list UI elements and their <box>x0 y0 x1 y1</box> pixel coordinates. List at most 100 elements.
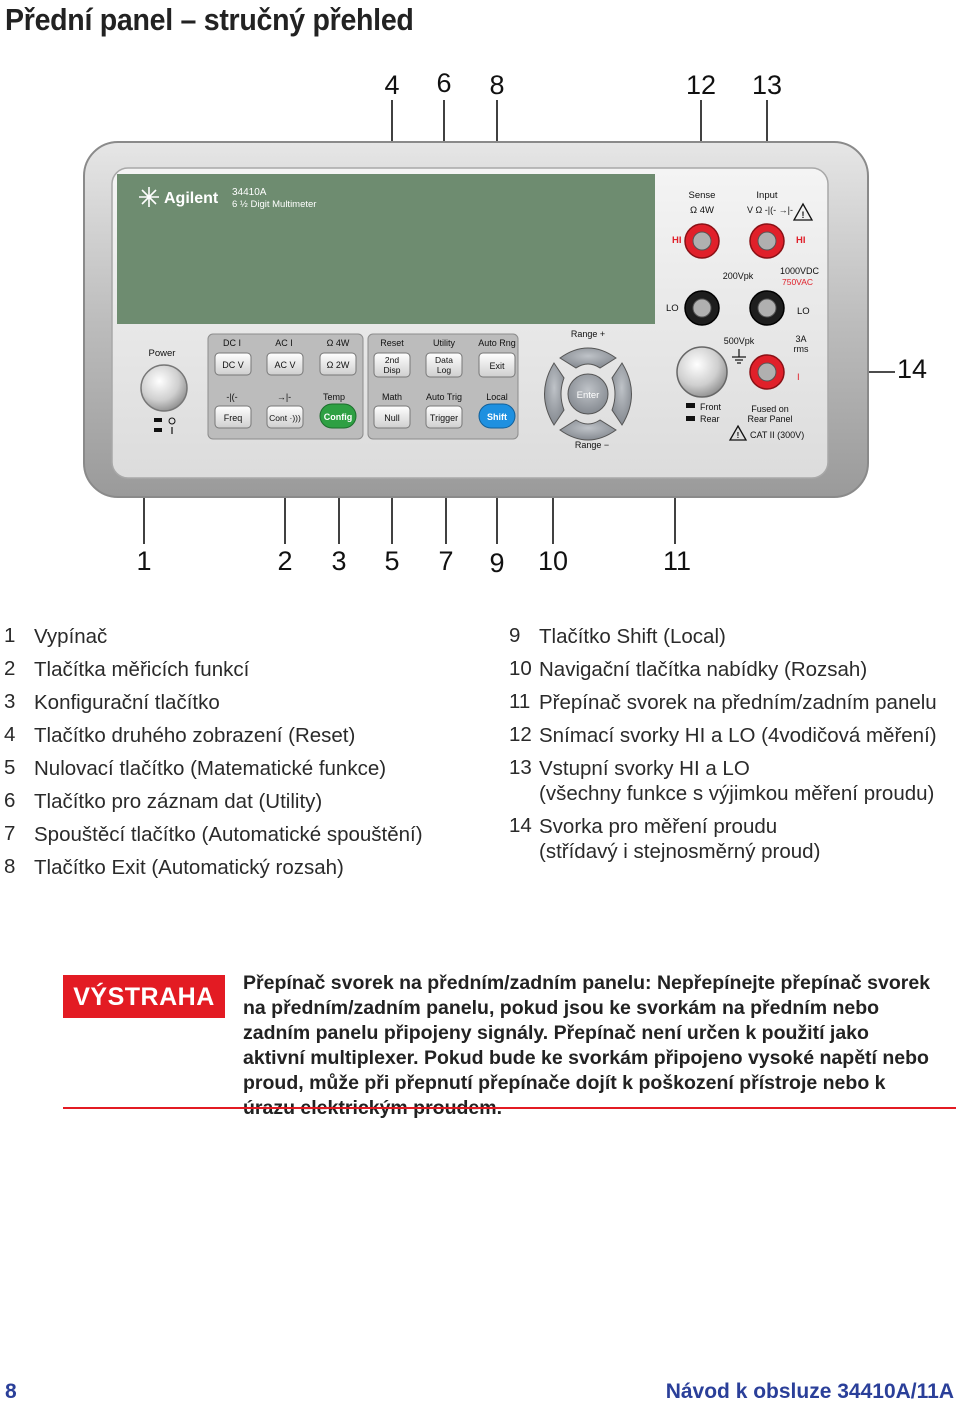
front-indicator-icon <box>686 403 695 408</box>
legend-num: 12 <box>509 723 532 746</box>
legend-text: Vypínač <box>34 625 108 648</box>
legend-num: 7 <box>4 822 16 845</box>
range-minus-label: Range − <box>575 440 609 450</box>
second-display-button[interactable] <box>373 352 411 378</box>
legend-text: Tlačítko druhého zobrazení (Reset) <box>34 724 356 747</box>
input-sub-label: V Ω -|(- →|- <box>747 205 793 215</box>
shift-button[interactable] <box>478 403 516 429</box>
ground-icon <box>732 349 746 364</box>
shift-button-label: Shift <box>487 412 507 422</box>
math-label: Math <box>382 392 402 402</box>
exit-button[interactable] <box>478 352 516 378</box>
autorng-label: Auto Rng <box>478 338 516 348</box>
warning-text: Přepínač svorek na předním/zadním panelu… <box>243 972 931 1119</box>
legend-item: 1 Vypínač <box>4 624 423 649</box>
second-display-label-2: Disp <box>383 365 400 375</box>
callout-4: 4 <box>384 70 399 100</box>
exit-button-label: Exit <box>489 361 505 371</box>
legend-num: 4 <box>4 723 16 746</box>
current-i-label: I <box>797 372 800 383</box>
callout-11: 11 <box>663 546 691 576</box>
acv-button-label: AC V <box>274 360 295 370</box>
legend-num: 11 <box>509 690 531 713</box>
callout-1: 1 <box>136 546 151 576</box>
callout-13: 13 <box>752 70 782 100</box>
nav-left-button[interactable] <box>544 362 565 426</box>
dcv-button[interactable] <box>214 352 252 376</box>
callout-8: 8 <box>489 70 504 100</box>
cont-button[interactable] <box>266 405 304 429</box>
legend-text: Snímací svorky HI a LO (4vodičová měření… <box>539 724 937 747</box>
fused-label-1: Fused on <box>751 404 789 414</box>
callout-14: 14 <box>897 354 927 384</box>
model-desc-label: 6 ½ Digit Multimeter <box>232 199 316 210</box>
legend-num: 1 <box>4 624 16 647</box>
diode-label: →|- <box>277 392 291 402</box>
range-down-button[interactable] <box>559 419 617 441</box>
trigger-button[interactable] <box>425 405 463 429</box>
callout-2: 2 <box>277 546 292 576</box>
warning-badge: VÝSTRAHA <box>63 975 225 1018</box>
data-log-label-1: Data <box>435 355 453 365</box>
legend-text: Konfigurační tlačítko <box>34 691 220 714</box>
nav-right-button[interactable] <box>611 362 632 426</box>
rear-label: Rear <box>700 414 720 424</box>
callout-9: 9 <box>489 548 504 578</box>
enter-button-label: Enter <box>577 390 600 401</box>
range-up-button[interactable] <box>559 347 617 369</box>
v1000-label: 1000VDC <box>780 266 820 276</box>
front-label: Front <box>700 402 722 412</box>
page-title: Přední panel – stručný přehled <box>5 2 414 37</box>
temp-label: Temp <box>323 392 345 402</box>
cont-button-label: Cont ·))) <box>269 413 301 423</box>
ohm2w-button[interactable] <box>319 352 357 376</box>
legend-num: 8 <box>4 855 16 878</box>
power-button[interactable] <box>140 364 188 412</box>
power-indicator-icon <box>154 417 176 434</box>
legend-text: Tlačítka měřicích funkcí <box>34 658 250 681</box>
null-button[interactable] <box>373 405 411 429</box>
second-display-label-1: 2nd <box>385 355 399 365</box>
amp3-label: 3A <box>795 334 806 344</box>
fused-label-2: Rear Panel <box>747 414 792 424</box>
legend-num: 5 <box>4 756 16 779</box>
ohm2w-button-label: Ω 2W <box>327 360 350 370</box>
model-label: 34410A <box>232 187 267 198</box>
v500-label: 500Vpk <box>724 336 755 346</box>
legend-num: 3 <box>4 690 16 713</box>
v750-label: 750VAC <box>782 277 813 287</box>
legend-text: Svorka pro měření proudu <box>539 815 778 838</box>
legend-item: 12 Snímací svorky HI a LO (4vodičová měře… <box>509 723 937 748</box>
data-log-button[interactable] <box>425 352 463 378</box>
acv-button[interactable] <box>266 352 304 376</box>
legend-text: Vstupní svorky HI a LO <box>539 757 750 780</box>
legend-text-continued: (střídavý i stejnosměrný proud) <box>539 840 821 863</box>
sense-hi-terminal-core <box>692 231 712 251</box>
callouts-bottom: 1 2 3 5 7 9 10 11 <box>136 546 691 578</box>
config-button-label: Config <box>324 412 353 422</box>
agilent-logo-icon <box>139 187 159 207</box>
trigger-button-label: Trigger <box>430 413 458 423</box>
freq-button-label: Freq <box>224 413 243 423</box>
front-panel-figure: 4 6 8 12 13 14 1 2 3 5 7 9 10 11 Agilent… <box>83 68 927 578</box>
enter-button[interactable] <box>567 373 609 415</box>
sense-lo-terminal-core <box>692 298 712 318</box>
autotrig-label: Auto Trig <box>426 392 462 402</box>
legend-num: 10 <box>509 657 532 680</box>
callout-7: 7 <box>438 546 453 576</box>
config-button[interactable] <box>319 403 357 429</box>
front-rear-switch[interactable] <box>676 346 728 398</box>
input-hi-label: HI <box>796 235 806 246</box>
freq-button[interactable] <box>214 405 252 429</box>
legend-item: 3 Konfigurační tlačítko <box>4 690 423 715</box>
callout-3: 3 <box>331 546 346 576</box>
input-lo-label: LO <box>797 306 810 317</box>
